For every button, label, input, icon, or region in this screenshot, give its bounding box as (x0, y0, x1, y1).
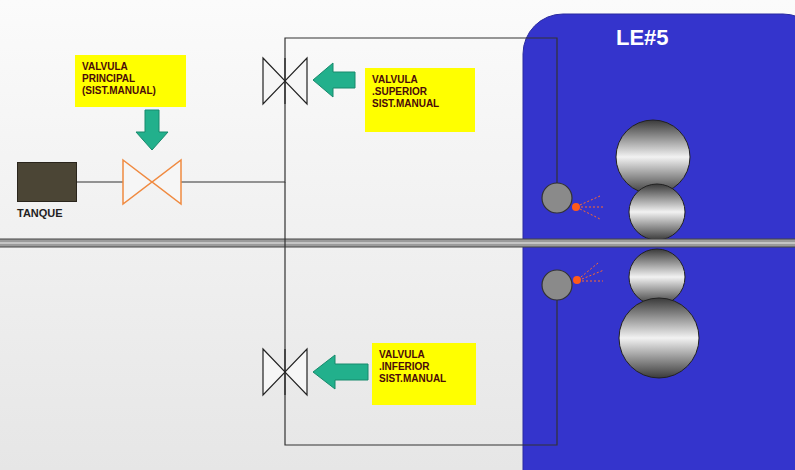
valve-callout: VALVULA PRINCIPAL (SIST.MANUAL) (75, 55, 186, 107)
work-roll (629, 249, 685, 305)
valve-callout: VALVULA .INFERIOR SIST.MANUAL (372, 343, 476, 405)
main-valve-symbol (123, 160, 181, 204)
lower-valve-symbol (263, 349, 307, 395)
stand-name: LE#5 (523, 14, 795, 51)
valve-callout: VALVULA .SUPERIOR SIST.MANUAL (365, 68, 475, 132)
tank: TANQUE (17, 162, 77, 219)
upper-valve-symbol (263, 58, 307, 104)
callout-text: VALVULA .INFERIOR SIST.MANUAL (379, 349, 451, 385)
pointer-arrow (313, 355, 368, 389)
backup-roll (616, 120, 690, 194)
pipe (284, 58, 285, 104)
spray-nozzle (542, 270, 572, 300)
tank-body (17, 162, 77, 202)
spray-jet (580, 196, 604, 281)
pipe (285, 182, 557, 445)
mill-stand: LE#5 (523, 14, 795, 470)
pointer-arrow (313, 63, 355, 97)
backup-roll (619, 298, 699, 378)
strip (0, 239, 795, 247)
work-roll (629, 184, 685, 240)
callout-text: VALVULA .SUPERIOR SIST.MANUAL (372, 74, 444, 110)
spray-tip (573, 276, 581, 284)
tank-name: TANQUE (17, 207, 77, 219)
callout-text: VALVULA PRINCIPAL (SIST.MANUAL) (82, 61, 160, 97)
spray-line (581, 263, 598, 277)
spray-line (581, 207, 604, 208)
spray-tip (572, 203, 580, 211)
strip-highlight (0, 242, 795, 244)
pipe (284, 349, 285, 395)
spray-line (580, 209, 600, 219)
spray-line (580, 196, 600, 205)
spray-line (582, 270, 604, 279)
pipe (523, 38, 557, 183)
pointer-arrow (136, 110, 168, 150)
spray-nozzle (542, 183, 572, 213)
spray-line (582, 281, 603, 282)
